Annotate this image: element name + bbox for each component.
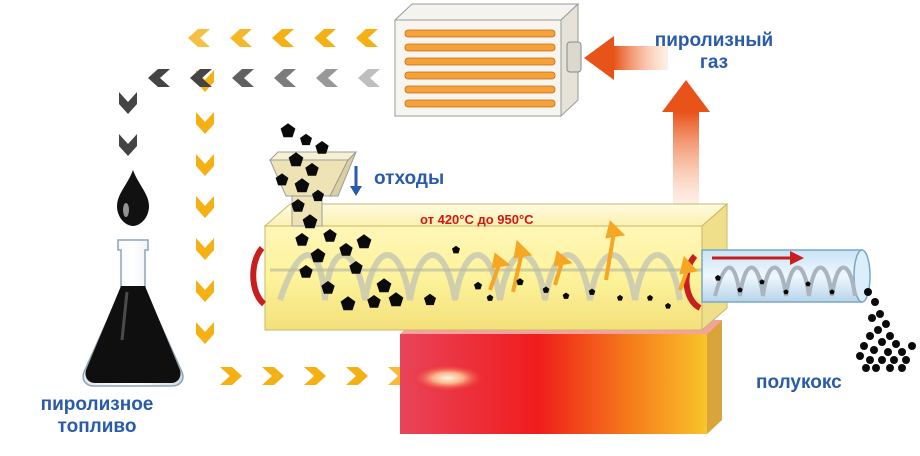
rotation-arc-left: [250, 246, 267, 307]
furnace: [400, 320, 722, 434]
temperature-label: от 420°C до 950°C: [420, 212, 534, 227]
pyrolysis-fuel-label: пиролизное топливо: [40, 394, 154, 437]
yellow-flow-down: [196, 70, 214, 344]
gas-flow: [584, 36, 710, 212]
dark-flow: [119, 69, 380, 156]
oil-drop-icon: [117, 170, 149, 226]
screw-auger: [277, 252, 683, 301]
waste-label: отходы: [374, 168, 445, 189]
semi-coke-label: полукокс: [756, 372, 842, 393]
rotation-arc-right: [683, 253, 702, 311]
yellow-flow-top: [188, 29, 378, 47]
semi-coke-heap: [856, 288, 916, 372]
pyrolysis-gas-label: пиролизный газ: [654, 30, 774, 73]
waste-down-arrow-icon: [350, 166, 362, 196]
outlet-pipe: [701, 249, 871, 303]
gas-rise-arrows: [488, 220, 698, 293]
flask-icon: [82, 239, 184, 387]
condenser: [393, 2, 582, 118]
yellow-flow-bottom: [220, 367, 410, 385]
